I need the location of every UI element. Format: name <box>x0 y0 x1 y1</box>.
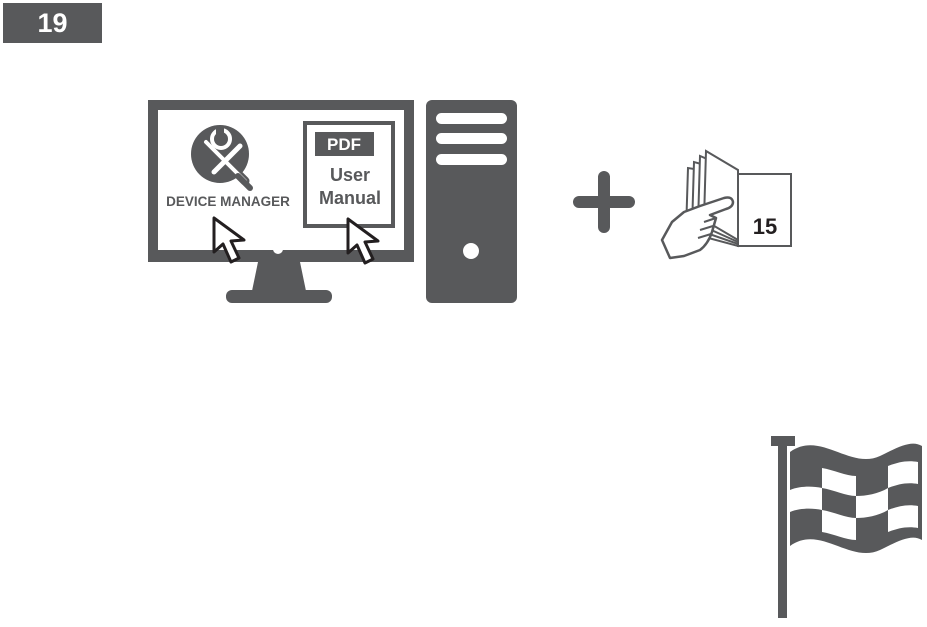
device-manager-label: DEVICE MANAGER <box>166 194 290 209</box>
pointer-cursor-icon <box>346 217 380 265</box>
manual-title-line1: User <box>330 165 370 185</box>
device-manager-icon <box>191 125 253 191</box>
plus-icon <box>573 171 635 233</box>
desktop-tower-icon <box>426 100 517 303</box>
pdf-badge-label: PDF <box>327 135 361 154</box>
pdf-manual-document: PDF User Manual <box>303 121 395 228</box>
hand-icon <box>660 196 735 260</box>
booklet-page-number: 15 <box>753 214 777 239</box>
pointer-cursor-icon <box>212 216 246 264</box>
manual-title-line2: Manual <box>319 188 381 208</box>
step-number-badge: 19 <box>3 3 102 43</box>
checkered-flag-icon <box>771 436 922 618</box>
